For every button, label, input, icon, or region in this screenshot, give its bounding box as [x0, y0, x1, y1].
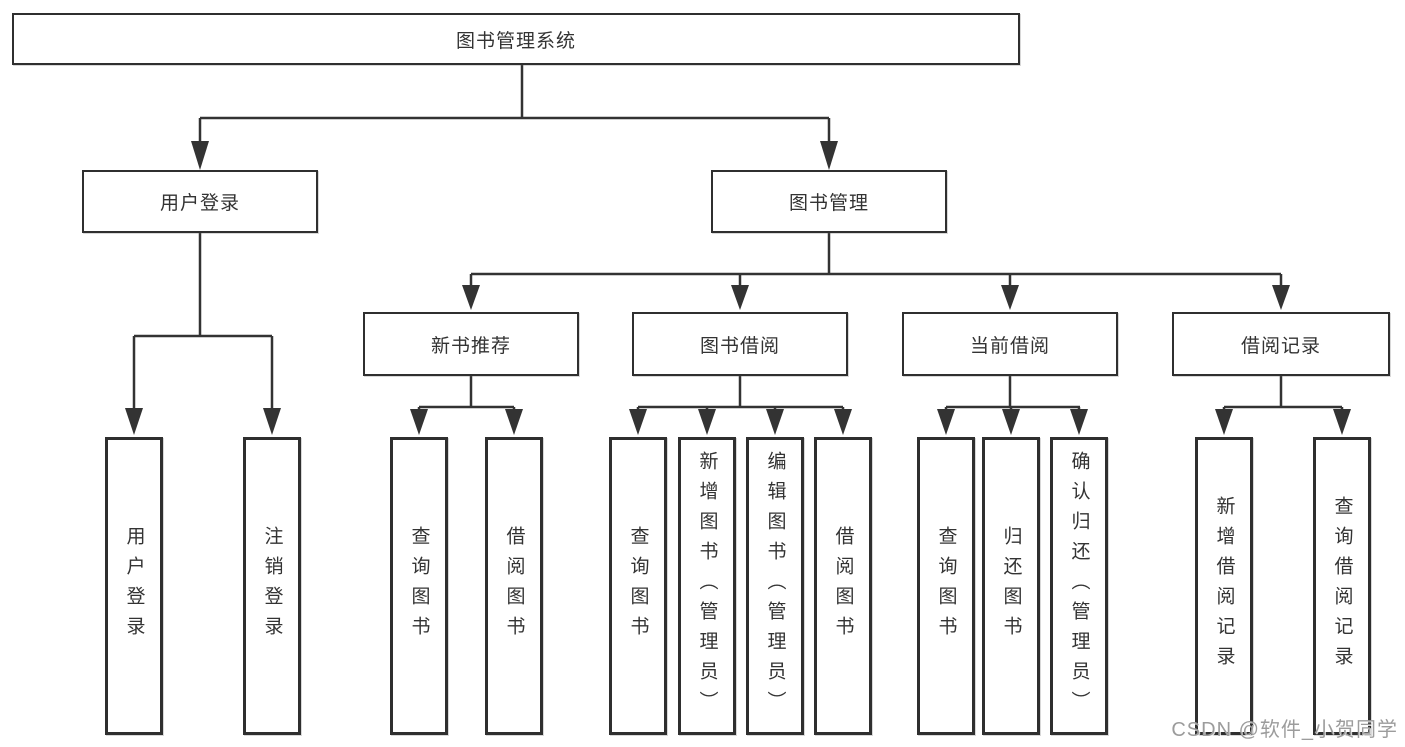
node-root: 图书管理系统 [12, 13, 1020, 65]
leaf-add-borrow-record: 新增借阅记录 [1195, 437, 1253, 735]
leaf-query-books-current: 查询图书 [917, 437, 975, 735]
arrow-down-icon [1001, 285, 1019, 310]
leaf-borrow-books: 借阅图书 [814, 437, 872, 735]
node-book-management-label: 图书管理 [788, 193, 869, 214]
arrow-down-icon [410, 409, 428, 435]
node-current-borrow-label: 当前借阅 [969, 335, 1050, 357]
node-new-book-recommend-label: 新书推荐 [430, 335, 511, 357]
arrow-down-icon [698, 409, 716, 435]
arrow-down-icon [1002, 409, 1020, 435]
leaf-logout: 注销登录 [243, 437, 301, 735]
node-borrow-records-label: 借阅记录 [1240, 335, 1321, 357]
arrow-down-icon [263, 408, 281, 435]
arrow-down-icon [505, 409, 523, 435]
csdn-watermark: CSDN @软件_小贺同学 [1171, 719, 1398, 741]
node-book-management: 图书管理 [711, 170, 947, 233]
arrow-down-icon [820, 141, 838, 170]
node-root-label: 图书管理系统 [455, 30, 576, 52]
arrow-down-icon [766, 409, 784, 435]
arrow-down-icon [1215, 409, 1233, 435]
connector-book-borrow-to-leaves [636, 376, 845, 416]
arrow-down-icon [125, 408, 143, 435]
leaf-query-books-borrow: 查询图书 [609, 437, 667, 735]
leaf-add-books-admin: 新增图书（管理员） [678, 437, 736, 735]
connector-root-to-level2 [198, 65, 831, 146]
node-borrow-records: 借阅记录 [1172, 312, 1390, 376]
connector-user-login-to-leaves [132, 233, 274, 414]
arrow-down-icon [731, 285, 749, 310]
leaf-user-login: 用户登录 [105, 437, 163, 735]
node-book-borrow: 图书借阅 [632, 312, 848, 376]
leaf-confirm-return-admin: 确认归还（管理员） [1050, 437, 1108, 735]
connector-borrow-records-to-leaves [1222, 376, 1344, 416]
arrow-down-icon [191, 141, 209, 170]
arrow-down-icon [1272, 285, 1290, 310]
leaf-edit-books-admin: 编辑图书（管理员） [746, 437, 804, 735]
node-book-borrow-label: 图书借阅 [699, 335, 780, 357]
node-new-book-recommend: 新书推荐 [363, 312, 579, 376]
arrow-down-icon [834, 409, 852, 435]
arrow-down-icon [629, 409, 647, 435]
node-current-borrow: 当前借阅 [902, 312, 1118, 376]
arrowheads [125, 141, 1351, 435]
arrow-down-icon [937, 409, 955, 435]
leaf-return-books: 归还图书 [982, 437, 1040, 735]
leaf-query-borrow-record: 查询借阅记录 [1313, 437, 1371, 735]
connector-book-mgmt-to-level3 [469, 233, 1283, 290]
arrow-down-icon [1070, 409, 1088, 435]
connector-new-book-to-leaves [417, 376, 516, 416]
arrow-down-icon [1333, 409, 1351, 435]
node-user-login: 用户登录 [82, 170, 318, 233]
arrow-down-icon [462, 285, 480, 310]
leaf-borrow-books-recommend: 借阅图书 [485, 437, 543, 735]
node-user-login-label: 用户登录 [159, 193, 240, 214]
leaf-query-books-recommend: 查询图书 [390, 437, 448, 735]
